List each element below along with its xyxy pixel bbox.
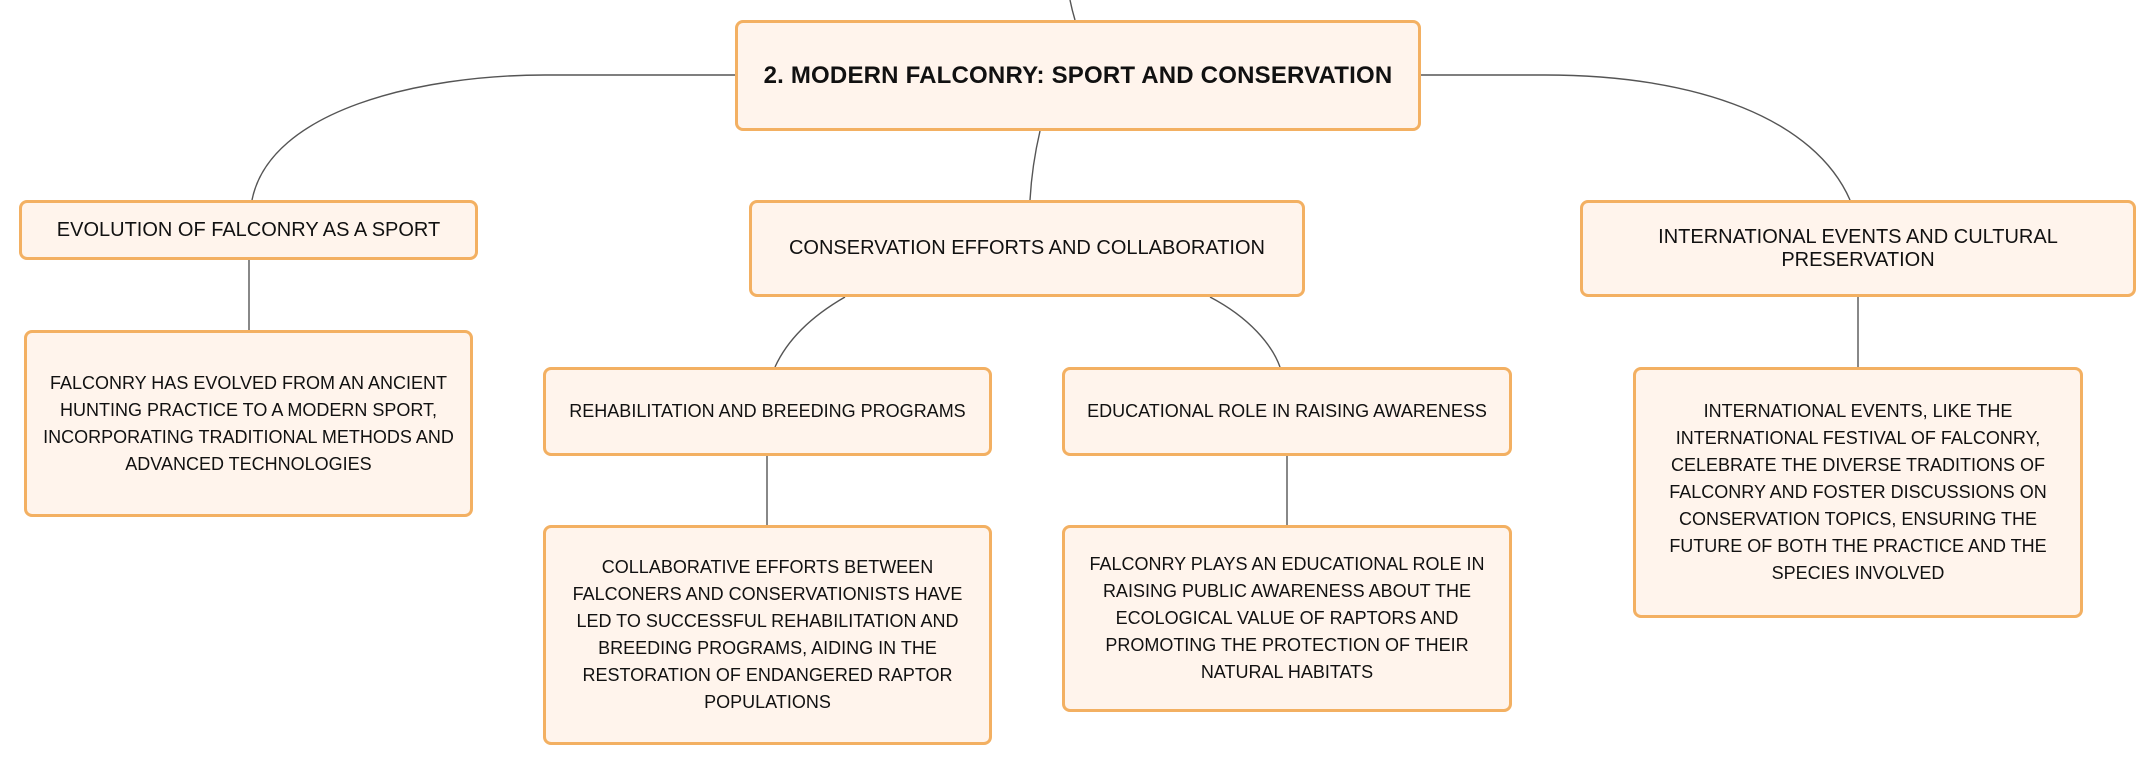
node-evolution-of-falconry[interactable]: EVOLUTION OF FALCONRY AS A SPORT xyxy=(19,200,478,260)
root-node[interactable]: 2. MODERN FALCONRY: SPORT AND CONSERVATI… xyxy=(735,20,1421,131)
connector-conservation-to-rehabilitation xyxy=(774,296,846,368)
connector-root-to-international xyxy=(1421,74,1851,201)
node-detail-text: INTERNATIONAL EVENTS, LIKE THE INTERNATI… xyxy=(1669,401,2047,583)
node-international-events[interactable]: INTERNATIONAL EVENTS AND CULTURAL PRESER… xyxy=(1580,200,2136,297)
node-international-detail[interactable]: INTERNATIONAL EVENTS, LIKE THE INTERNATI… xyxy=(1633,367,2083,618)
node-conservation-efforts[interactable]: CONSERVATION EFFORTS AND COLLABORATION xyxy=(749,200,1305,297)
node-rehabilitation-programs[interactable]: REHABILITATION AND BREEDING PROGRAMS xyxy=(543,367,992,456)
node-detail-text: COLLABORATIVE EFFORTS BETWEEN FALCONERS … xyxy=(572,557,963,712)
node-label: CONSERVATION EFFORTS AND COLLABORATION xyxy=(788,237,1265,259)
node-label: INTERNATIONAL EVENTS AND CULTURAL PRESER… xyxy=(1658,225,2058,271)
node-educational-role[interactable]: EDUCATIONAL ROLE IN RAISING AWARENESS xyxy=(1062,367,1512,456)
node-detail-text: FALCONRY HAS EVOLVED FROM AN ANCIENT HUN… xyxy=(43,372,454,474)
connector-root-to-conservation xyxy=(1029,130,1041,201)
node-evolution-detail[interactable]: FALCONRY HAS EVOLVED FROM AN ANCIENT HUN… xyxy=(24,330,473,517)
connector-root-to-evolution xyxy=(251,74,735,201)
node-rehabilitation-detail[interactable]: COLLABORATIVE EFFORTS BETWEEN FALCONERS … xyxy=(543,525,992,745)
root-label: 2. MODERN FALCONRY: SPORT AND CONSERVATI… xyxy=(763,61,1393,89)
connector-conservation-to-education xyxy=(1209,296,1281,368)
node-detail-text: FALCONRY PLAYS AN EDUCATIONAL ROLE IN RA… xyxy=(1089,554,1485,682)
node-label: REHABILITATION AND BREEDING PROGRAMS xyxy=(569,401,966,421)
connector-parent-to-root xyxy=(1069,0,1076,21)
node-label: EDUCATIONAL ROLE IN RAISING AWARENESS xyxy=(1087,401,1487,421)
node-educational-detail[interactable]: FALCONRY PLAYS AN EDUCATIONAL ROLE IN RA… xyxy=(1062,525,1512,712)
node-label: EVOLUTION OF FALCONRY AS A SPORT xyxy=(56,218,441,241)
